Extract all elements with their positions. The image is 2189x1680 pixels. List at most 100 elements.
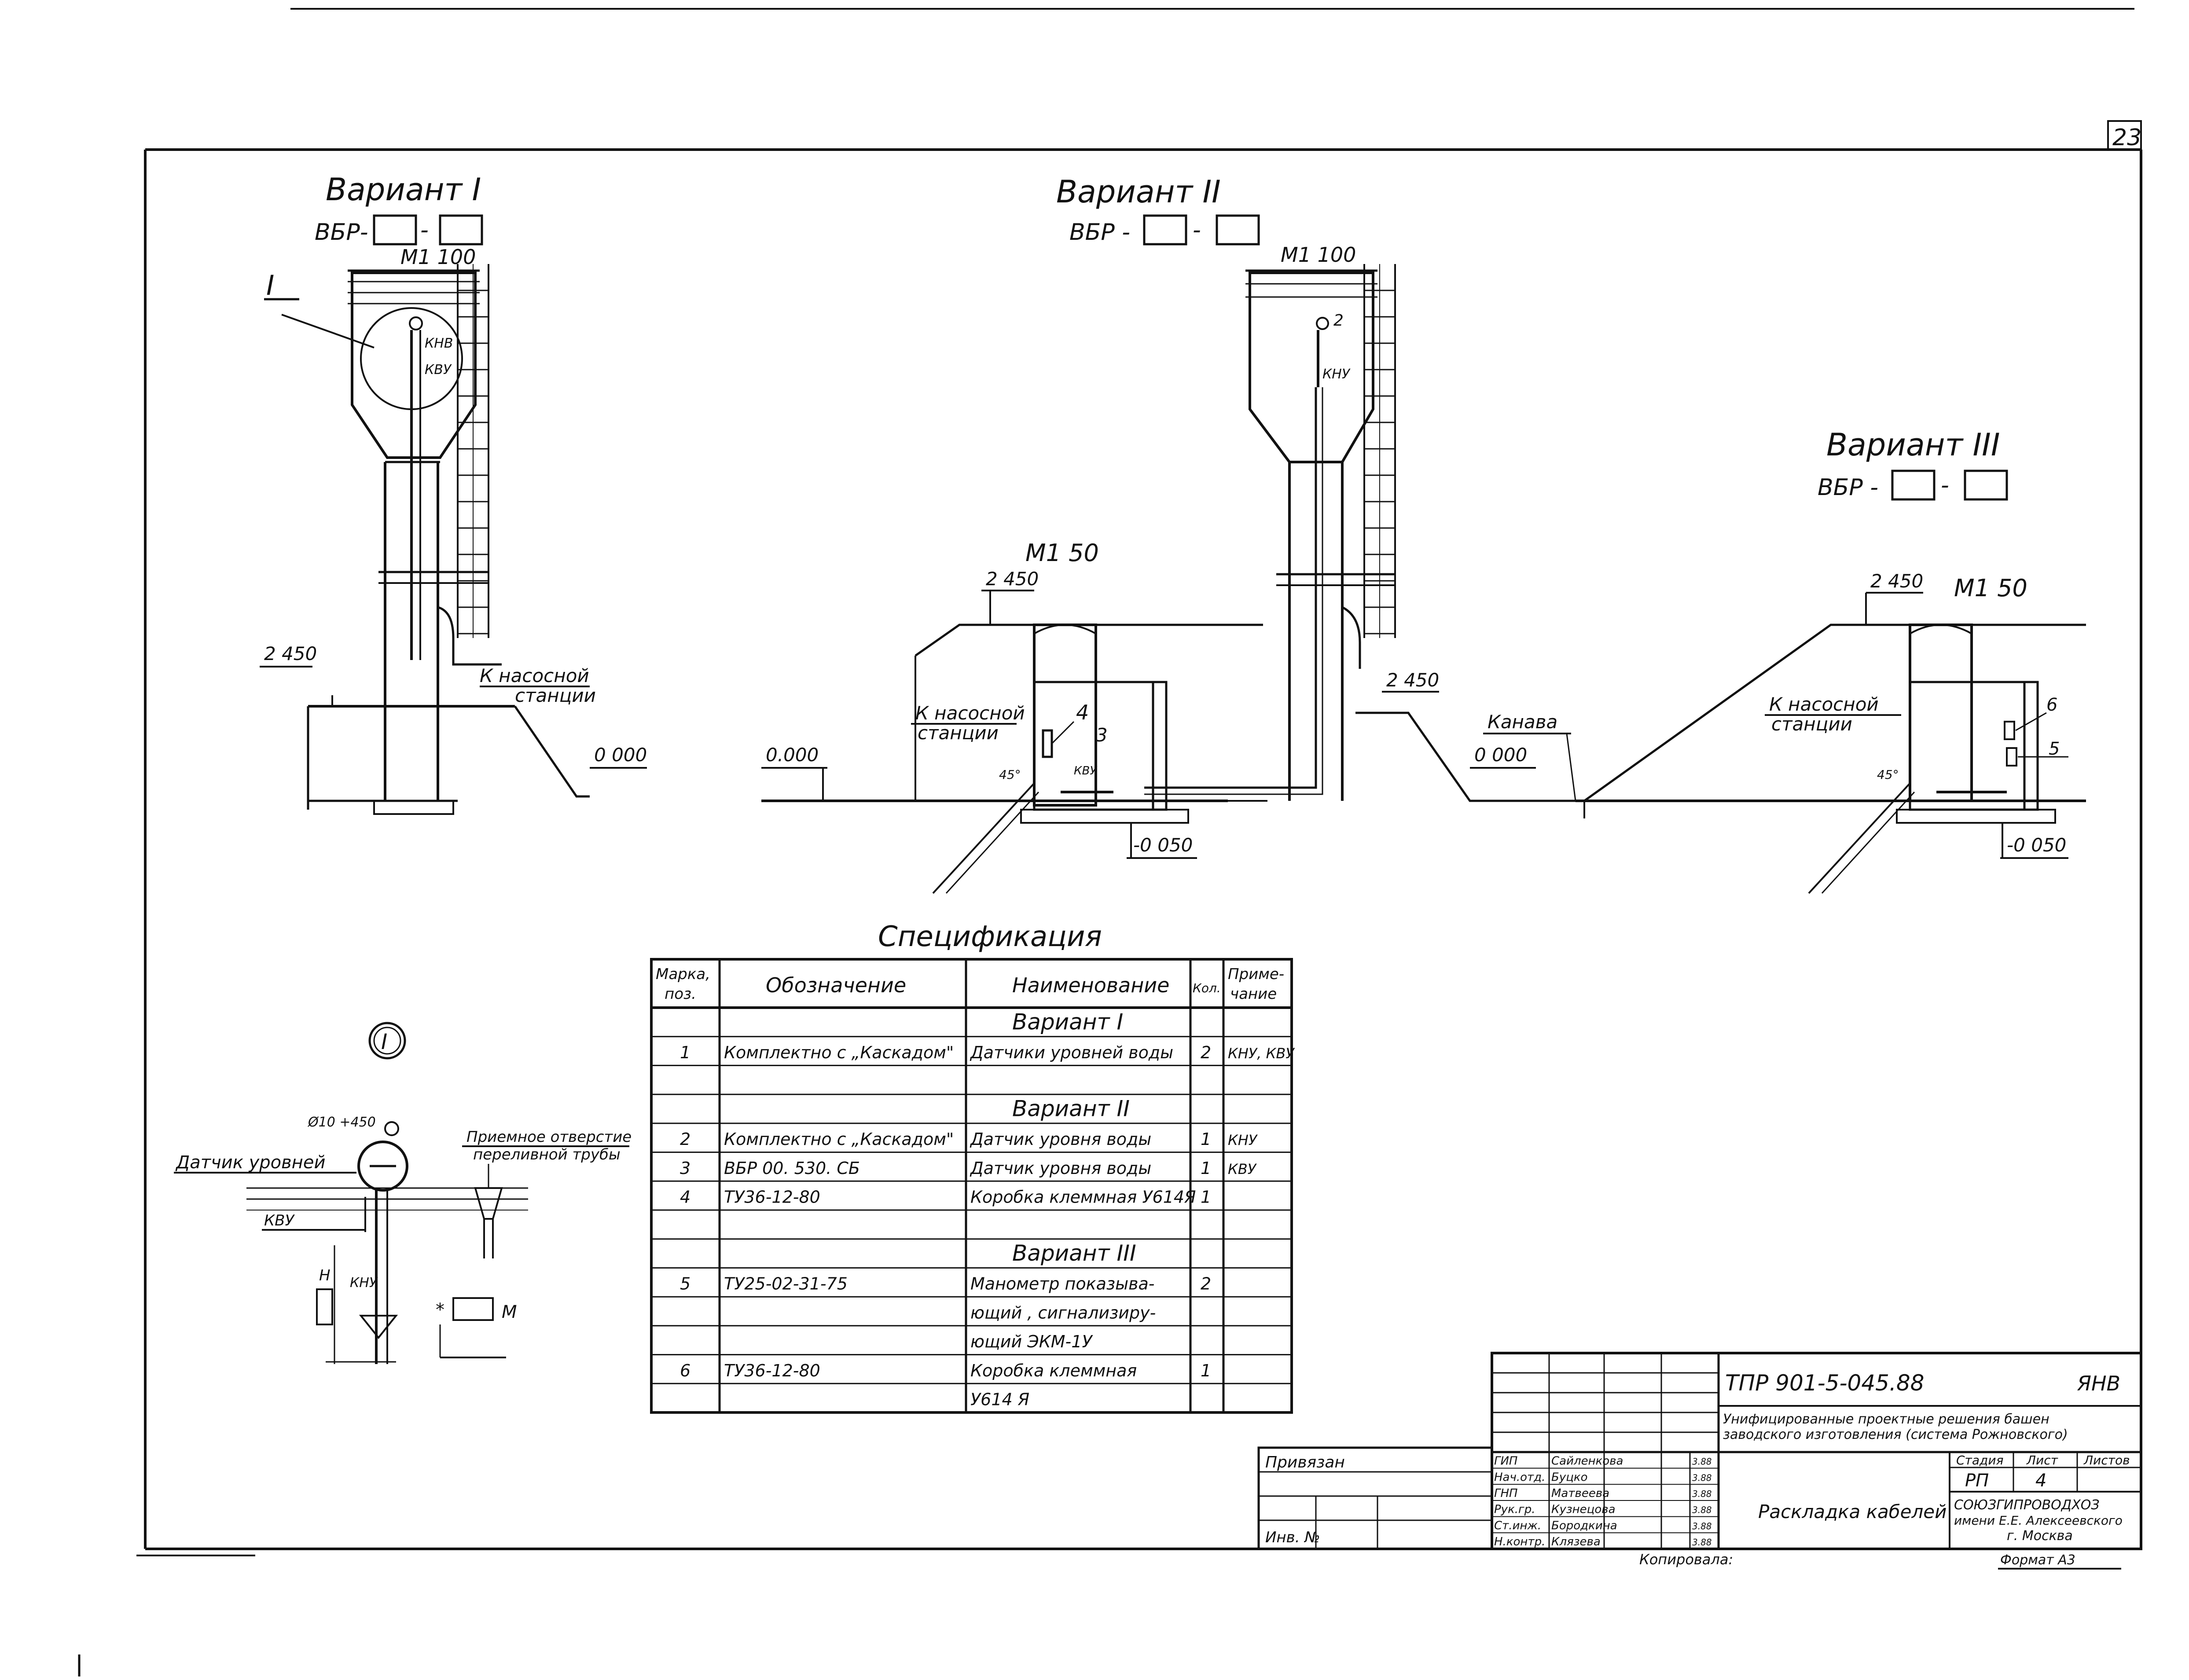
signer-name: Сайленкова bbox=[1551, 1455, 1623, 1468]
spec-cell-name: ющий ЭКМ-1У bbox=[970, 1332, 1093, 1351]
variant-3-title: Вариант III bbox=[1826, 427, 2000, 463]
variant-2-pos4: 4 bbox=[1076, 701, 1089, 724]
variant-1-label-knv: КНВ bbox=[425, 336, 453, 351]
variant-1-diagram: Вариант I ВБР- - М1 100 I КНВ КВУ bbox=[260, 172, 647, 815]
detail-1-knu: КНУ bbox=[350, 1275, 378, 1291]
stamp-sheets-header: Листов bbox=[2083, 1453, 2130, 1467]
variant-2-elev-zero-right: 0 000 bbox=[1474, 744, 1527, 766]
spec-cell-name: Вариант I bbox=[1012, 1009, 1123, 1034]
spec-cell-pos: 6 bbox=[680, 1361, 690, 1380]
variant-3-code-box-1 bbox=[1891, 470, 1936, 501]
variant-3-pump-line1: К насосной bbox=[1769, 693, 1879, 715]
stamp-sheet-title: Раскладка кабелей bbox=[1758, 1501, 1947, 1522]
spec-cell-qty: 1 bbox=[1201, 1361, 1211, 1380]
spec-cell-qty: 2 bbox=[1201, 1274, 1211, 1294]
stamp-org-line3: г. Москва bbox=[2007, 1528, 2073, 1544]
signer-date: 3.88 bbox=[1692, 1505, 1712, 1515]
stamp-project-line2: заводского изготовления (система Рожновс… bbox=[1723, 1427, 2068, 1442]
detail-1-dim: Н bbox=[319, 1267, 331, 1284]
variant-3-ditch: Канава bbox=[1487, 711, 1557, 733]
variant-2-code: ВБР - bbox=[1069, 219, 1130, 246]
variant-3-elev-bottom: -0 050 bbox=[2007, 834, 2066, 856]
variant-2-diagram: Вариант II ВБР - - М1 100 2 КНУ bbox=[761, 174, 1584, 894]
stamp-org-line2: имени Е.Е. Алексеевского bbox=[1954, 1513, 2123, 1528]
spec-cell-qty: 1 bbox=[1201, 1188, 1211, 1207]
spec-cell-designation: ТУ36-12-80 bbox=[724, 1188, 820, 1207]
detail-1-sensor bbox=[357, 1141, 408, 1192]
stamp-binding-label: Привязан bbox=[1265, 1453, 1345, 1471]
spec-cell-designation: ТУ36-12-80 bbox=[724, 1361, 820, 1380]
signer-role: Нач.отд. bbox=[1494, 1471, 1545, 1484]
variant-2-code-box-2 bbox=[1216, 214, 1260, 246]
spec-cell-qty: 2 bbox=[1201, 1043, 1211, 1062]
variant-2-code-box-1 bbox=[1143, 214, 1187, 246]
variant-3-well bbox=[1909, 624, 1973, 802]
spec-cell-designation: ВБР 00. 530. СБ bbox=[724, 1159, 860, 1178]
spec-cell-name: ющий , сигнализиру- bbox=[970, 1303, 1156, 1322]
variant-1-elev-zero: 0 000 bbox=[594, 744, 647, 766]
spec-header-designation: Обозначение bbox=[766, 973, 906, 997]
signer-name: Клязева bbox=[1551, 1535, 1601, 1548]
detail-1-diagram: I Ø10 +450 Датчик уровней Приемное отвер… bbox=[174, 1022, 632, 1364]
signer-date: 3.88 bbox=[1692, 1456, 1712, 1467]
variant-1-title: Вариант I bbox=[326, 172, 481, 208]
variant-3-pump-line2: станции bbox=[1771, 713, 1852, 735]
variant-3-scale: М1 50 bbox=[1954, 574, 2027, 602]
detail-1-elev: Ø10 +450 bbox=[307, 1115, 376, 1130]
spec-cell-note: КВУ bbox=[1228, 1161, 1257, 1177]
variant-2-scale: М1 100 bbox=[1281, 243, 1356, 267]
variant-1-code-box-1 bbox=[373, 214, 417, 246]
spec-cell-pos: 1 bbox=[680, 1043, 690, 1062]
sheet-number: 23 bbox=[2112, 125, 2141, 151]
variant-3-code: ВБР - bbox=[1818, 474, 1878, 501]
spec-cell-designation: ТУ25-02-31-75 bbox=[724, 1274, 848, 1294]
variant-2-angle: 45° bbox=[999, 767, 1021, 782]
detail-1-intake-line1: Приемное отверстие bbox=[466, 1128, 632, 1146]
signer-role: Н.контр. bbox=[1494, 1535, 1545, 1548]
stamp-suffix: ЯНВ bbox=[2077, 1372, 2120, 1395]
signer-date: 3.88 bbox=[1692, 1521, 1712, 1531]
detail-1-sensor-label: Датчик уровней bbox=[175, 1152, 325, 1173]
variant-2-ladder bbox=[1363, 264, 1396, 638]
variant-2-pos2: 2 bbox=[1333, 312, 1344, 330]
spec-cell-name: Манометр показыва- bbox=[970, 1274, 1154, 1294]
signer-date: 3.88 bbox=[1692, 1537, 1712, 1548]
detail-1-kvu: КВУ bbox=[264, 1212, 295, 1229]
signer-name: Кузнецова bbox=[1551, 1503, 1616, 1516]
spec-cell-name: Датчик уровня воды bbox=[970, 1159, 1151, 1178]
variant-1-ladder bbox=[457, 264, 489, 638]
spec-cell-pos: 3 bbox=[680, 1159, 690, 1178]
variant-1-scale: М1 100 bbox=[400, 245, 476, 269]
signer-role: ГИП bbox=[1494, 1455, 1518, 1468]
variant-2-elev-top: 2 450 bbox=[986, 568, 1039, 590]
spec-header-qty: Кол. bbox=[1193, 981, 1221, 995]
spec-cell-name: Коробка клеммная У614Я bbox=[970, 1188, 1196, 1207]
signer-role: ГНП bbox=[1494, 1487, 1518, 1500]
signer-name: Буцко bbox=[1551, 1471, 1588, 1484]
spec-cell-qty: 1 bbox=[1201, 1130, 1211, 1149]
stamp-inv-label: Инв. № bbox=[1265, 1529, 1320, 1546]
stamp-stage-header: Стадия bbox=[1956, 1453, 2003, 1467]
variant-1-code-box-2 bbox=[439, 214, 483, 246]
spec-cell-designation: Комплектно с „Каскадом" bbox=[724, 1130, 954, 1149]
signer-role: Рук.гр. bbox=[1494, 1503, 1535, 1516]
title-block: ТПР 901-5-045.88 ЯНВ Унифицированные про… bbox=[1257, 1352, 2142, 1570]
variant-1-elev-left: 2 450 bbox=[264, 643, 317, 664]
stamp-copy-note: Копировала: bbox=[1639, 1551, 1733, 1568]
spec-cell-note: КНУ, КВУ bbox=[1228, 1045, 1295, 1062]
variant-2-pos3: 3 bbox=[1096, 724, 1108, 746]
stamp-project-line1: Унифицированные проектные решения башен bbox=[1723, 1412, 2049, 1427]
stamp-format: Формат А3 bbox=[2000, 1552, 2075, 1568]
variant-2-code-sep: - bbox=[1193, 217, 1201, 243]
detail-1-callout: I bbox=[381, 1030, 387, 1054]
spec-header-note-2: чание bbox=[1230, 985, 1277, 1003]
variant-3-elev-top: 2 450 bbox=[1870, 570, 1923, 592]
variant-3-code-box-2 bbox=[1964, 470, 2008, 501]
detail-1-mark-m: М bbox=[502, 1302, 517, 1322]
spec-cell-name: Вариант II bbox=[1012, 1096, 1130, 1121]
variant-2-pit-scale: М1 50 bbox=[1025, 539, 1099, 567]
